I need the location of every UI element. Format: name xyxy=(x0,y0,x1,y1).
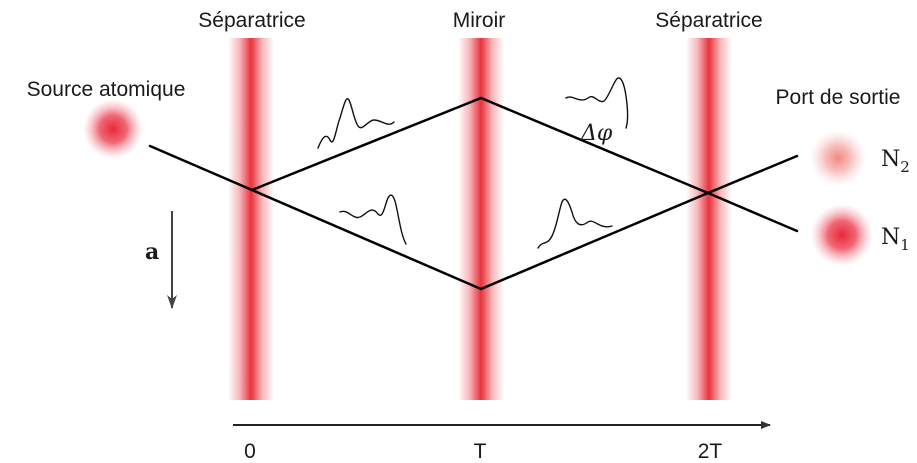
port-label-n2: N2 xyxy=(881,147,910,176)
beam-label-splitter-2: Séparatrice xyxy=(655,9,762,32)
path-lower-2 xyxy=(479,191,710,291)
output-label: Port de sortie xyxy=(776,86,901,109)
path-out-n1 xyxy=(706,191,799,233)
wave-packet-lower-left xyxy=(339,194,407,245)
output-blob-n1 xyxy=(811,204,873,266)
path-upper-1 xyxy=(250,96,483,192)
beam-label-splitter-1: Séparatrice xyxy=(198,9,305,32)
laser-beam-splitter-1 xyxy=(228,38,274,400)
acceleration-label: a xyxy=(145,239,159,265)
output-blob-n2 xyxy=(810,130,866,186)
beam-label-mirror: Miroir xyxy=(453,9,506,32)
path-out-n2 xyxy=(706,154,799,195)
laser-beam-splitter-2 xyxy=(686,38,732,400)
source-label: Source atomique xyxy=(27,78,186,101)
phase-shift-label: Δφ xyxy=(580,121,613,146)
time-tick-t: T xyxy=(474,440,487,463)
wave-packet-upper-right xyxy=(565,77,629,129)
port-label-n1: N1 xyxy=(881,225,910,254)
path-incoming xyxy=(148,144,254,192)
path-lower-1 xyxy=(250,188,483,291)
laser-beam-mirror xyxy=(458,38,504,400)
wave-packet-upper-left xyxy=(317,98,395,149)
trajectories xyxy=(148,96,799,291)
time-tick-0: 0 xyxy=(244,440,256,463)
atom-source-blob xyxy=(83,99,143,159)
path-upper-2 xyxy=(479,96,710,195)
time-tick-2t: 2T xyxy=(698,440,723,463)
wave-packet-lower-right xyxy=(537,198,613,249)
